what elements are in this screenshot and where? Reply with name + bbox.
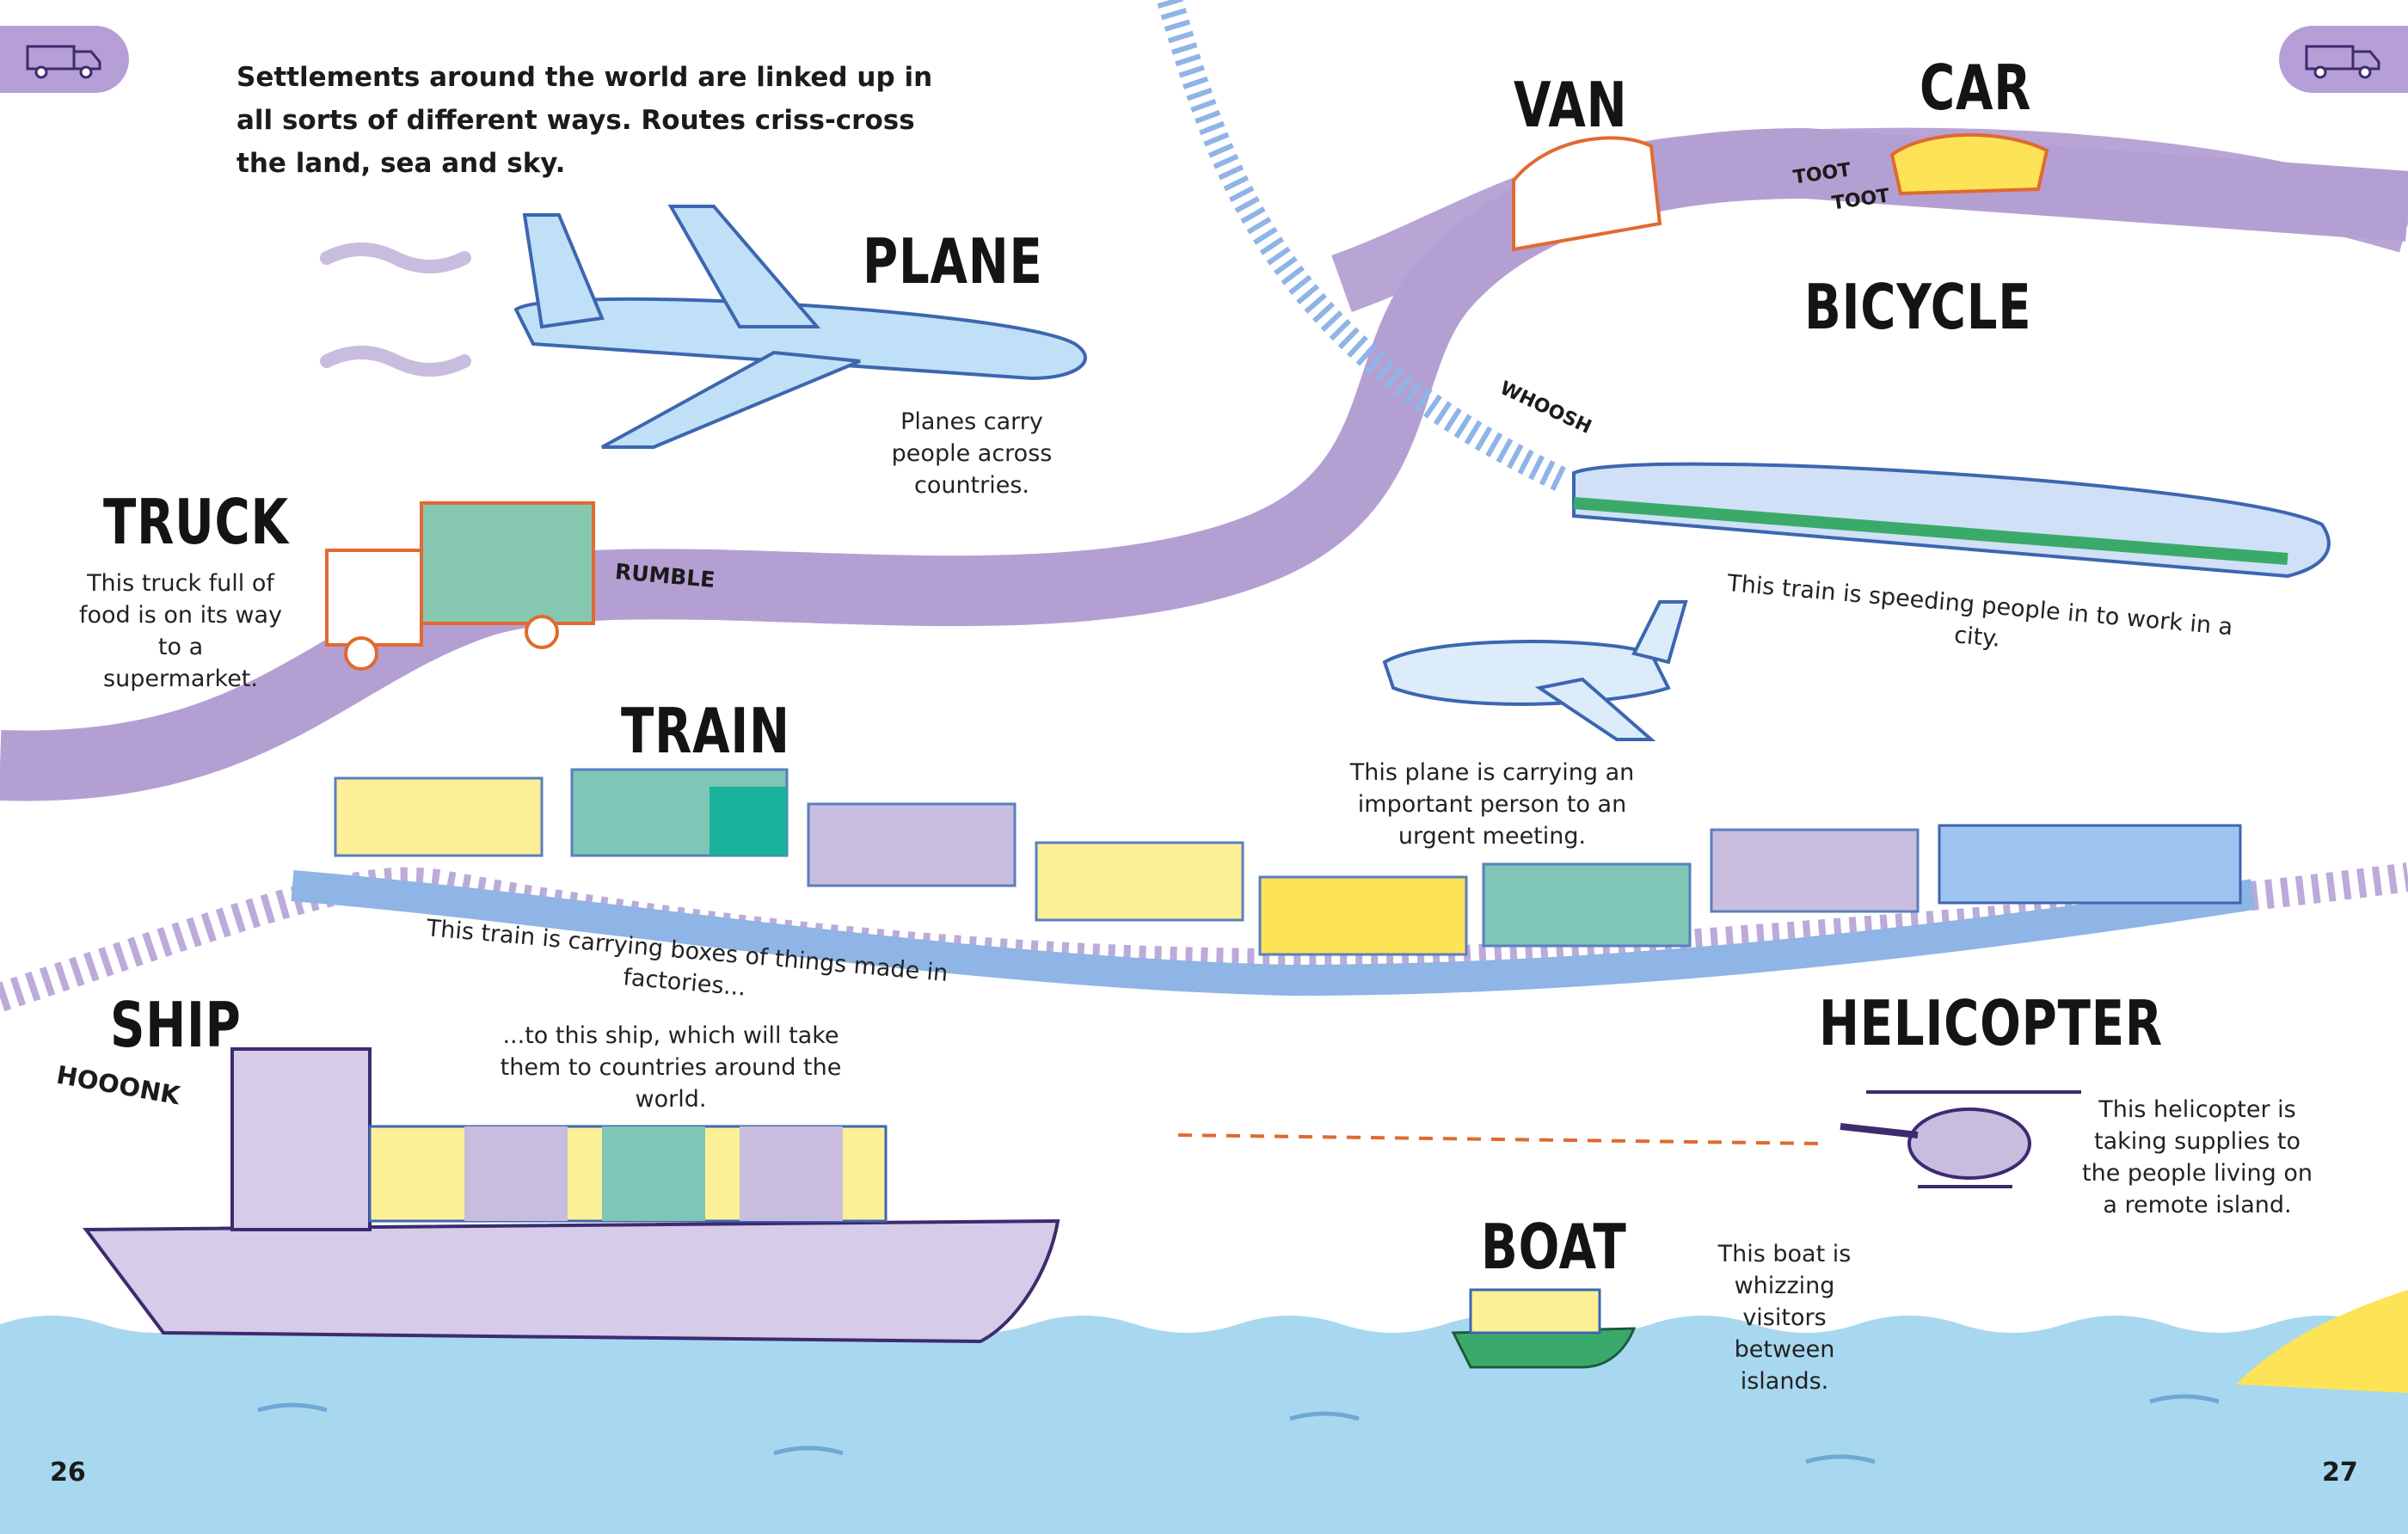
plane-caption: Planes carry people across countries.: [891, 408, 1053, 499]
tour-boat: [1451, 1288, 1637, 1369]
helicopter-caption: This helicopter is taking supplies to th…: [2082, 1096, 2313, 1218]
truck-icon: [26, 45, 101, 79]
plane-title: PLANE: [863, 225, 1043, 298]
high-speed-train: [1572, 462, 2331, 579]
ship-title: SHIP: [110, 989, 242, 1061]
boat-caption: This boat is whizzing visitors between i…: [1717, 1241, 1852, 1395]
corner-tab-right: [2279, 26, 2408, 93]
page-number-right: 27: [2322, 1457, 2358, 1488]
truck-icon: [2305, 45, 2380, 79]
truck-caption: This truck full of food is on its way to…: [79, 570, 282, 692]
jet-caption: This plane is carrying an important pers…: [1349, 759, 1635, 850]
corner-tab-left: [0, 26, 129, 93]
page-number-left: 26: [50, 1457, 86, 1488]
train-title: TRAIN: [621, 695, 790, 767]
van: [1512, 136, 1662, 252]
freight-wagons: [334, 768, 2242, 956]
road-upper: [1331, 127, 2408, 312]
container-ship: [83, 1047, 1060, 1344]
van-title: VAN: [1514, 69, 1628, 141]
helicopter-title: HELICOPTER: [1819, 987, 2163, 1059]
boat-title: BOAT: [1481, 1211, 1627, 1283]
car-title: CAR: [1920, 52, 2032, 124]
truck-title: TRUCK: [103, 486, 289, 558]
car: [1889, 132, 2049, 196]
sea: [0, 1316, 2408, 1534]
truck: [325, 501, 595, 671]
airliner: [320, 205, 1087, 449]
helicopter: [1177, 1090, 2081, 1188]
ship-caption: ...to this ship, which will take them to…: [500, 1022, 842, 1113]
intro-text: Settlements around the world are linked …: [236, 62, 933, 179]
island: [2236, 1290, 2408, 1393]
rail-top: [1157, 0, 1571, 494]
bicycle-title: BICYCLE: [1804, 271, 2032, 343]
private-jet: [1382, 600, 1688, 741]
